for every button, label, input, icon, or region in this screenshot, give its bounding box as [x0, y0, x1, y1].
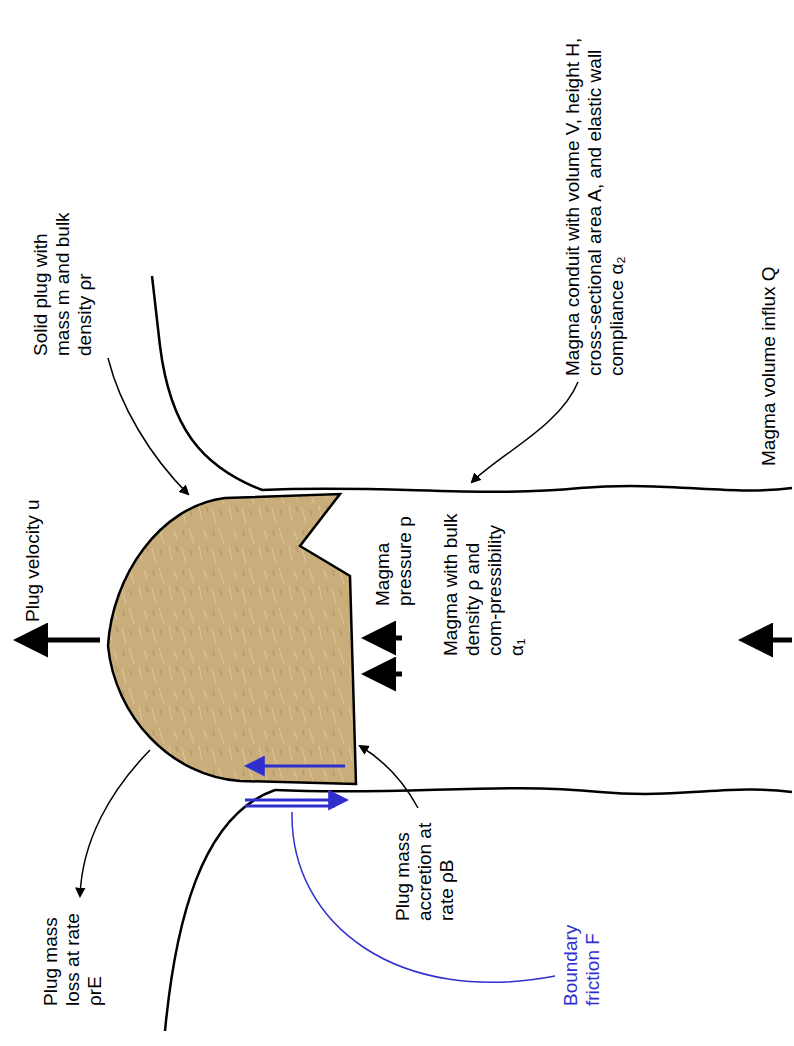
- friction-arrow: [245, 799, 345, 802]
- influx-label: Magma volume influx Q: [758, 206, 780, 466]
- velocity-label: Plug velocity u: [22, 402, 44, 622]
- leader-line: [292, 812, 555, 982]
- solid-plug: [108, 494, 356, 784]
- conduit-label: Magma conduit with volume V, height H, c…: [562, 36, 628, 376]
- accretion-label: Plug mass accretion at rate ρB: [392, 811, 458, 921]
- plug-label: Solid plug with mass m and bulk density …: [30, 206, 96, 356]
- conduit-wall: [262, 486, 792, 492]
- pressure-arrow: [368, 636, 402, 641]
- mass-loss-arrow: [80, 750, 150, 896]
- conduit-wall: [275, 788, 792, 794]
- velocity-arrow: [20, 638, 100, 643]
- magma-label: Magma with bulk density ρ and com-pressi…: [440, 506, 528, 656]
- leader-line: [472, 382, 578, 482]
- mass-loss-label: Plug mass loss at rate ρrE: [40, 901, 106, 1006]
- friction-arrow: [248, 765, 345, 768]
- pressure-label: Magma pressure p: [372, 498, 416, 606]
- friction-arrow: [245, 805, 335, 808]
- influx-arrow: [745, 638, 792, 643]
- pressure-arrow: [368, 672, 402, 677]
- leader-line: [108, 358, 188, 494]
- leader-line: [360, 746, 418, 808]
- ground-surface: [165, 790, 275, 1031]
- friction-label: Boundary friction F: [560, 891, 604, 1006]
- ground-surface: [152, 276, 262, 490]
